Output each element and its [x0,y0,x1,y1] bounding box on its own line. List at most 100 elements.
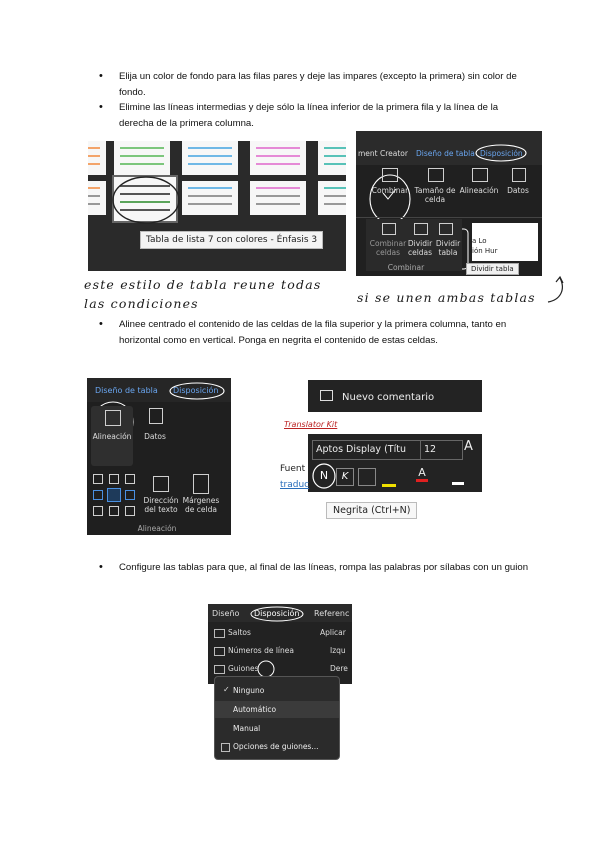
style-tooltip: Tabla de lista 7 con colores - Énfasis 3 [140,231,324,249]
split-cells-icon [414,223,428,235]
menu-item-options[interactable]: Opciones de guiones... [233,742,319,751]
style-tile-teal-2[interactable] [318,181,346,215]
hyphenation-screenshot: Diseño Disposición Referenc Saltos Númer… [208,604,352,764]
hyphenation-dropdown: ✓ Ninguno Automático Manual Opciones de … [214,676,340,760]
doc-text-2: ión Hur [472,247,498,255]
style-tile-pink-2[interactable] [250,181,306,215]
group-label-combine: Combinar [387,263,425,272]
font-size-select[interactable]: 12 [420,440,463,460]
merge-cells-button[interactable]: Combinar celdas [369,239,407,257]
align-button[interactable]: Alineación [459,186,499,195]
bold-tooltip: Negrita (Ctrl+N) [326,502,418,519]
handdrawn-circle-icon [312,463,336,489]
cell-size-button[interactable]: Tamaño de celda [414,186,456,204]
combine-button[interactable]: Combinar [371,186,409,195]
align-icon [105,410,121,426]
data-icon [149,408,163,424]
side-text-2: traduc [280,480,310,490]
style-tile-blue[interactable] [182,141,238,175]
style-tile-green-selected[interactable] [112,175,178,223]
align-top-center-icon[interactable] [109,474,119,484]
breaks-icon [214,629,225,638]
align-button[interactable]: Alineación [92,432,132,441]
style-tile-green[interactable] [114,141,170,175]
style-tile-teal[interactable] [318,141,346,175]
bullet-remove-lines: Elimine las líneas intermedias y deje só… [99,100,529,131]
bullet-center-content: Alinee centrado el contenido de las celd… [99,317,529,348]
apply-label: Aplicar [320,628,346,637]
hyphens-icon [214,665,225,674]
bullet-hyphenation: Configure las tablas para que, al final … [99,560,529,576]
shading-icon[interactable] [452,468,464,485]
menu-item-automatic[interactable]: Automático [233,705,277,714]
tab-table-design[interactable]: Diseño de tabla [95,386,158,395]
bold-button[interactable]: N [319,469,329,482]
align-icon [472,168,488,182]
cell-size-icon [428,168,444,182]
cell-margins-icon [193,474,209,494]
annotation-conditions: las condiciones [84,296,199,311]
bullet-fill-rows: Elija un color de fondo para las filas p… [99,69,529,100]
style-tile-pink[interactable] [250,141,306,175]
annotation-style: este estilo de tabla reune todas [84,277,322,292]
cell-margins-button[interactable]: Márgenes de celda [182,496,220,514]
tab-layout[interactable]: Disposición [173,386,219,395]
data-button[interactable]: Datos [144,432,166,441]
menu-item-manual[interactable]: Manual [233,724,261,733]
tab-references[interactable]: Referenc [314,609,350,618]
tab-comment-creator[interactable]: ment Creator [358,149,408,158]
table-styles-gallery-screenshot: Tabla de lista 7 con colores - Énfasis 3 [88,141,346,271]
tab-layout[interactable]: Disposición [480,149,523,158]
italic-button[interactable]: K [336,468,354,486]
split-cells-button[interactable]: Dividir celdas [407,239,433,257]
group-label-alignment: Alineación [137,524,177,533]
menu-item-none[interactable]: Ninguno [233,686,265,695]
style-tile-orange[interactable] [88,141,106,175]
hyphen-options-icon [221,743,230,752]
split-table-button[interactable]: Dividir tabla [435,239,461,257]
data-button[interactable]: Datos [507,186,529,195]
data-icon [512,168,526,182]
hyphens-button[interactable]: Guiones [228,664,259,673]
handdrawn-circle-icon [112,176,180,224]
style-tile-blue-2[interactable] [182,181,238,215]
layout-ribbon-screenshot: ment Creator Diseño de tabla Disposición… [356,131,542,276]
align-bottom-center-icon[interactable] [109,506,119,516]
check-icon: ✓ [223,685,230,694]
align-middle-right-icon[interactable] [125,490,135,500]
align-middle-center-icon[interactable] [107,488,121,502]
split-table-tooltip: Dividir tabla [466,263,519,275]
bold-toolbar-screenshot: Nuevo comentario Translator Kit Aptos Di… [276,380,482,520]
align-bottom-right-icon[interactable] [125,506,135,516]
alignment-ribbon-screenshot: Diseño de tabla Disposición Alineación D… [87,378,231,535]
align-bottom-left-icon[interactable] [93,506,103,516]
font-color-icon[interactable]: A [416,466,428,482]
new-comment-item[interactable]: Nuevo comentario [342,392,435,403]
text-direction-icon [153,476,169,492]
align-top-left-icon[interactable] [93,474,103,484]
tab-design[interactable]: Diseño [212,609,240,618]
grow-font-icon[interactable]: A [464,439,473,454]
indent-right-label[interactable]: Dere [330,664,348,673]
align-top-right-icon[interactable] [125,474,135,484]
table-grid-icon [382,168,398,182]
split-table-icon [439,223,453,235]
line-numbers-button[interactable]: Números de línea [228,646,294,655]
align-middle-left-icon[interactable] [93,490,103,500]
align-center-icon[interactable] [358,468,376,486]
alignment-grid [91,472,135,518]
comment-icon [320,390,333,401]
breaks-button[interactable]: Saltos [228,628,251,637]
highlight-icon[interactable] [382,468,396,487]
merge-cells-icon [382,223,396,235]
style-tile-orange-2[interactable] [88,181,106,215]
translator-kit-text: Translator Kit [284,420,338,429]
tab-table-design[interactable]: Diseño de tabla [416,149,475,158]
doc-text-1: a Lo [472,237,487,245]
text-direction-button[interactable]: Dirección del texto [143,496,179,514]
side-text-1: Fuent [280,464,306,474]
tab-layout[interactable]: Disposición [254,609,300,618]
annotation-join-tables: si se unen ambas tablas [357,290,536,305]
indent-left-label[interactable]: Izqu [330,646,346,655]
